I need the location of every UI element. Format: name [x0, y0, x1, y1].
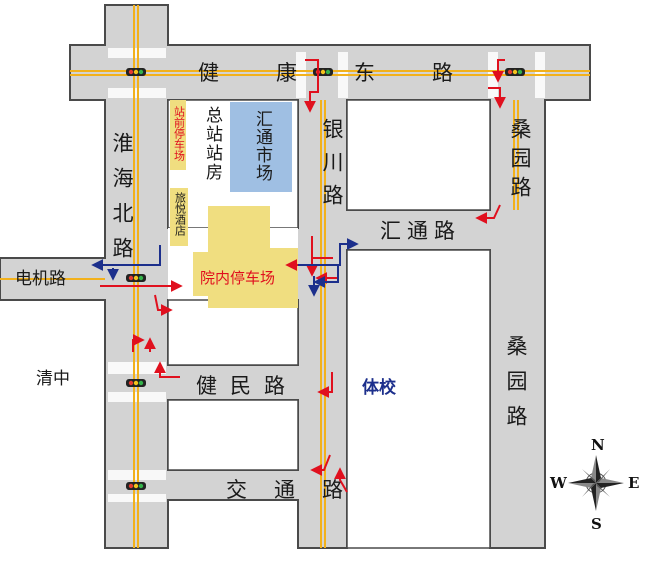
traffic-light-icon — [126, 68, 146, 76]
compass-north: N — [591, 436, 605, 454]
inner-parking-lot — [193, 206, 298, 308]
arrow-icon — [154, 294, 173, 316]
qingzhong-label: 清中 — [36, 369, 70, 389]
compass-east: E — [628, 474, 639, 492]
arrow-icon — [317, 372, 333, 398]
lvyue-hotel-building — [170, 188, 188, 246]
block-south-1 — [167, 299, 299, 366]
road-label-huaihai-north: 淮海北路 — [110, 132, 134, 272]
block-northeast — [346, 99, 491, 211]
arrow-icon — [488, 87, 506, 109]
road-labels: 健康东路 淮海北路 银川路 桑园路 桑园路 汇通路 电机路 健民路 交通路 — [15, 61, 532, 502]
place-labels: 站前停车场 总站站房 汇通市场 旅悦酒店 院内停车场 体校 清中 — [36, 105, 397, 398]
traffic-light-icon — [126, 274, 146, 282]
road-label-huitong: 汇通路 — [380, 219, 461, 243]
arrow-icon — [298, 238, 359, 266]
road-label-jianmin: 健民路 — [196, 374, 298, 398]
front-parking-label: 站前停车场 — [173, 105, 186, 162]
compass-south: S — [591, 515, 602, 533]
lvyue-hotel-label: 旅悦酒店 — [174, 191, 187, 236]
arrow-icon — [154, 361, 180, 378]
front-parking-lot — [170, 100, 186, 170]
arrow-icon — [306, 257, 333, 277]
road-label-dianji: 电机路 — [15, 269, 66, 289]
block-stadium — [346, 249, 491, 549]
inner-parking-label: 院内停车场 — [200, 269, 275, 287]
road-label-yinchuan: 银川路 — [320, 118, 344, 217]
block-south-2 — [167, 399, 299, 471]
traffic-light-icon — [126, 482, 146, 490]
arrow-icon — [492, 59, 505, 83]
stadium-label: 体校 — [362, 377, 397, 398]
huitong-market-label: 汇通市场 — [252, 110, 273, 182]
main-station-label: 总站站房 — [202, 106, 223, 182]
arrow-icon — [310, 454, 331, 476]
arrow-icon — [91, 245, 161, 271]
traffic-light-icon — [505, 68, 525, 76]
traffic-light-icon — [126, 379, 146, 387]
compass-rose-icon: N S E W — [549, 436, 639, 533]
arrow-icon — [132, 334, 145, 352]
compass-west: W — [549, 474, 568, 492]
entry-arrows — [100, 59, 506, 493]
traffic-lights — [126, 68, 525, 490]
road-label-jiankang-east: 健康东路 — [198, 61, 510, 85]
huitong-market-building — [230, 102, 292, 192]
road-label-jiaotong: 交通路 — [226, 478, 370, 502]
arrow-icon — [475, 204, 501, 224]
arrow-icon — [334, 467, 348, 493]
exit-arrows — [91, 238, 359, 297]
arrow-icon — [313, 266, 339, 288]
road-label-sangyuan-top: 桑园路 — [508, 118, 532, 205]
arrow-icon — [304, 59, 319, 113]
road-label-sangyuan-bottom: 桑园路 — [504, 335, 528, 440]
